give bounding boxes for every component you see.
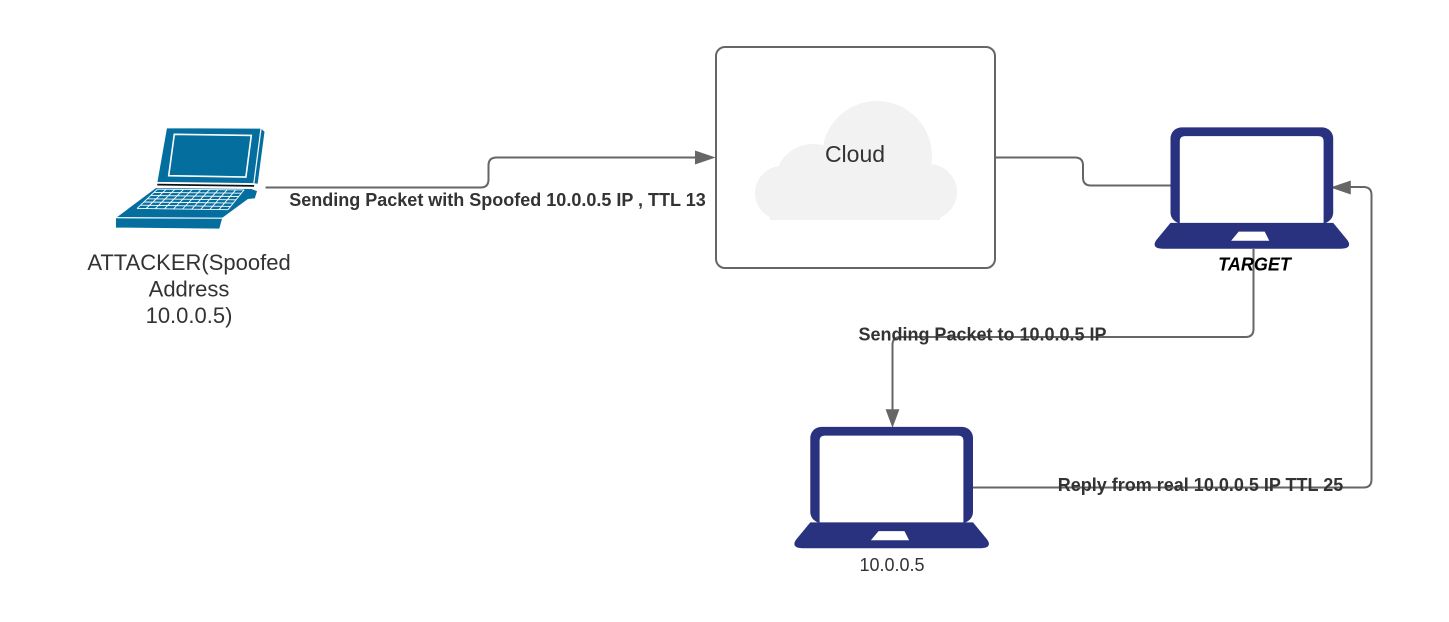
svg-text:Sending Packet to 10.0.0.5 IP: Sending Packet to 10.0.0.5 IP xyxy=(858,325,1106,345)
svg-text:10.0.0.5): 10.0.0.5) xyxy=(146,303,233,328)
svg-text:TARGET: TARGET xyxy=(1218,255,1293,275)
svg-text:Cloud: Cloud xyxy=(825,141,885,167)
svg-text:Address: Address xyxy=(149,277,230,302)
svg-text:10.0.0.5: 10.0.0.5 xyxy=(859,555,924,575)
svg-text:Sending Packet with Spoofed 10: Sending Packet with Spoofed 10.0.0.5 IP … xyxy=(289,190,705,210)
svg-text:Reply from real 10.0.0.5 IP TT: Reply from real 10.0.0.5 IP TTL 25 xyxy=(1058,475,1343,495)
svg-text:ATTACKER(Spoofed: ATTACKER(Spoofed xyxy=(87,250,290,275)
